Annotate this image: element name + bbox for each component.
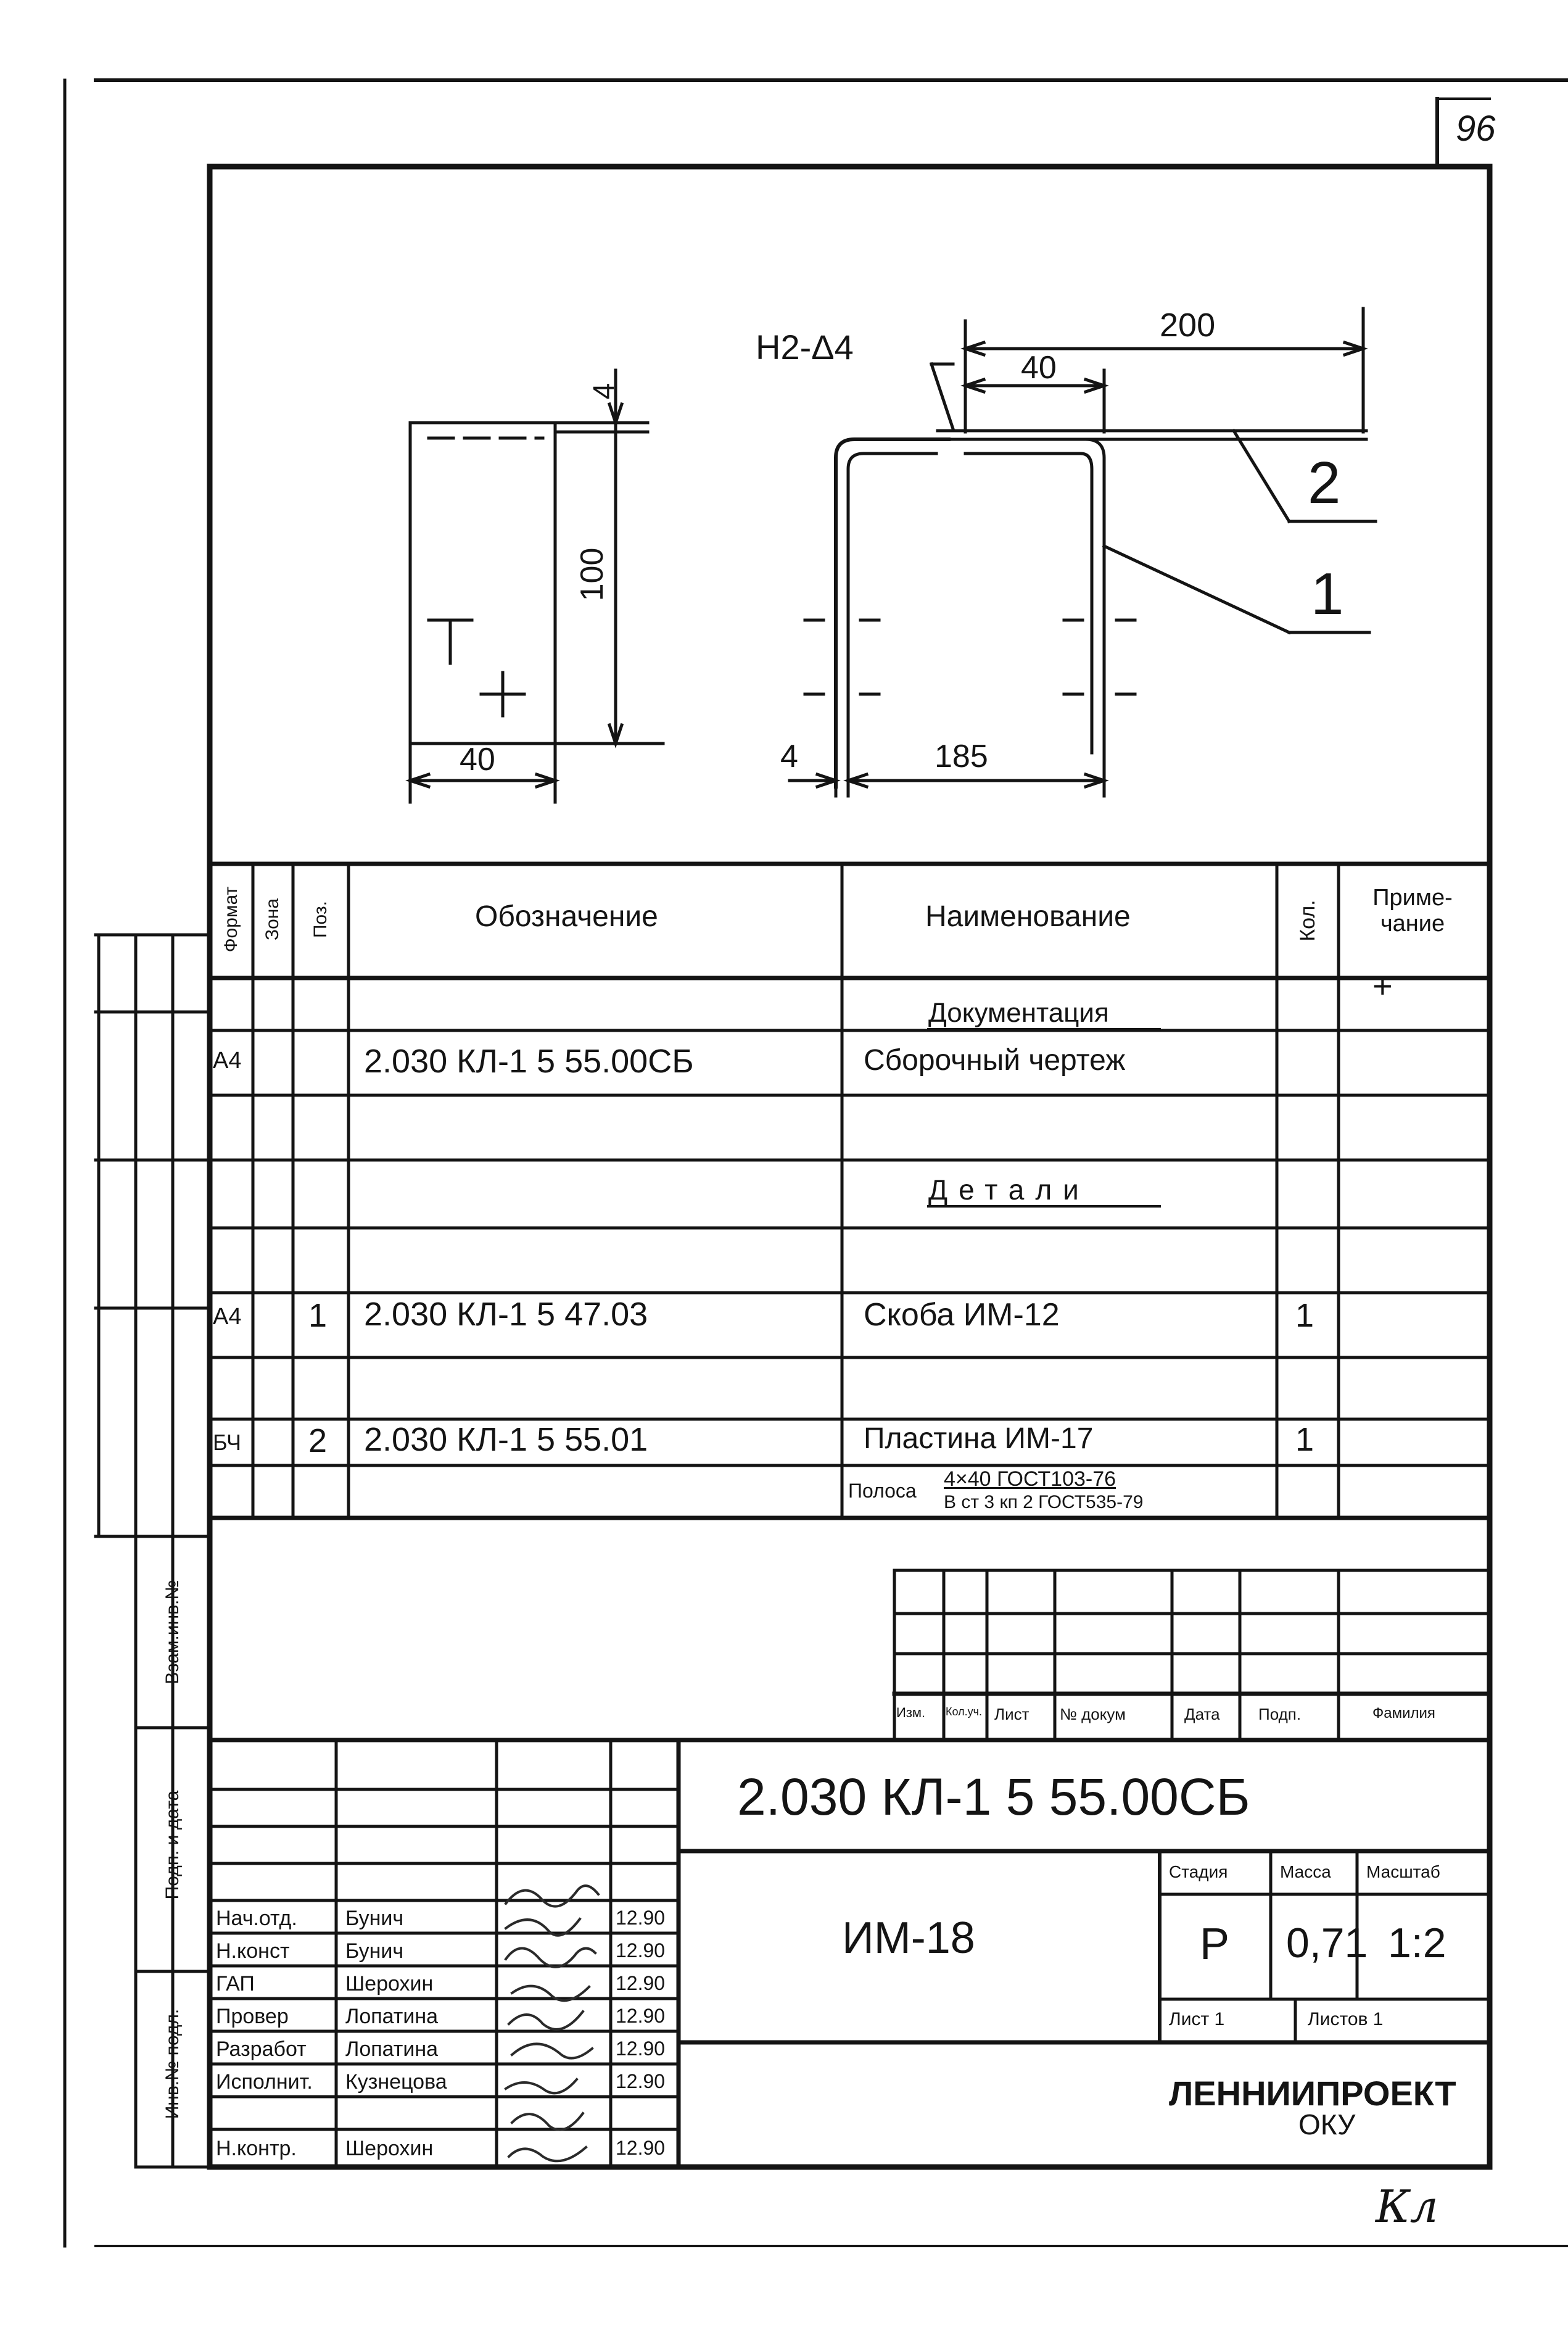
sheets-label: Листов 1 [1308, 2009, 1384, 2029]
margin-label-inv-no: Инв.№ подл. [162, 2008, 183, 2120]
sig-date-3: 12.90 [616, 1972, 666, 1994]
margin-label-replaced: Взам.инв.№ [162, 1580, 183, 1684]
stage-label: Стадия [1169, 1862, 1228, 1881]
change-header-izm: Изм. [896, 1705, 926, 1720]
front-view-dim-thickness: 4 [780, 739, 798, 774]
sig-name-4: Лопатина [345, 2005, 439, 2028]
sig-name-2: Бунич [345, 1939, 404, 1963]
sig-name-6: Кузнецова [345, 2070, 447, 2094]
row-2-format: А4 [213, 1304, 242, 1330]
scale-value: 1:2 [1388, 1920, 1446, 1966]
change-header-kol: Кол.уч. [946, 1705, 982, 1718]
scale-label: Масштаб [1366, 1862, 1440, 1881]
front-view-dim-total: 200 [1160, 307, 1216, 344]
sig-name-7: Шерохин [345, 2137, 434, 2160]
front-view-dim-offset: 40 [1021, 350, 1057, 386]
sig-name-1: Бунич [345, 1907, 404, 1930]
sig-role-3: ГАП [216, 1972, 255, 1995]
header-designation: Обозначение [475, 900, 658, 933]
material-prefix: Полоса [848, 1480, 917, 1502]
change-header-doc: № докум [1060, 1705, 1126, 1723]
sig-date-5: 12.90 [616, 2037, 666, 2060]
sig-role-2: Н.конст [216, 1939, 290, 1963]
change-header-sign: Подп. [1258, 1705, 1302, 1723]
callout-1: 1 [1311, 561, 1344, 627]
sig-date-7: 12.90 [616, 2137, 666, 2159]
row-1-name: Сборочный чертеж [864, 1044, 1126, 1077]
sig-date-1: 12.90 [616, 1907, 666, 1929]
sig-role-4: Провер [216, 2005, 289, 2028]
sig-date-4: 12.90 [616, 2005, 666, 2027]
change-header-surname: Фамилия [1372, 1705, 1435, 1722]
organization: ЛЕННИИПРОЕКТ [1169, 2074, 1456, 2113]
header-name: Наименование [925, 900, 1131, 933]
footer-mark: Кл [1376, 2181, 1438, 2232]
header-qty: Кол. [1296, 900, 1319, 942]
sig-role-7: Н.контр. [216, 2137, 297, 2160]
section-parts: Детали [928, 1174, 1090, 1206]
row-3-format: БЧ [213, 1430, 242, 1455]
left-view-dim-width: 40 [460, 742, 495, 777]
material-line-1: 4×40 ГОСТ103-76 [944, 1467, 1116, 1491]
sig-name-5: Лопатина [345, 2037, 439, 2061]
row-3-pos: 2 [308, 1422, 328, 1459]
header-zone: Зона [262, 898, 283, 941]
row-2-designation: 2.030 КЛ-1 5 47.03 [364, 1296, 648, 1333]
row-2-qty: 1 [1295, 1297, 1314, 1334]
left-view-drawing [405, 368, 665, 804]
sheet-label: Лист 1 [1169, 2009, 1225, 2029]
row-3-designation: 2.030 КЛ-1 5 55.01 [364, 1421, 648, 1458]
row-1-designation: 2.030 КЛ-1 5 55.00СБ [364, 1043, 694, 1080]
row-1-format: А4 [213, 1048, 242, 1074]
mass-value: 0,71 [1286, 1920, 1368, 1966]
row-3-qty: 1 [1295, 1421, 1314, 1458]
row-2-pos: 1 [308, 1297, 328, 1334]
section-documentation: Документация [928, 998, 1109, 1028]
callout-2: 2 [1308, 450, 1341, 516]
sig-role-6: Исполнит. [216, 2070, 313, 2094]
header-format: Формат [221, 886, 241, 953]
change-header-date: Дата [1184, 1705, 1220, 1723]
sig-date-6: 12.90 [616, 2070, 666, 2092]
front-view-dim-width: 185 [935, 739, 988, 774]
left-view-dim-height: 100 [574, 547, 610, 602]
signature-scribbles [504, 1884, 600, 2163]
sig-name-3: Шерохин [345, 1972, 434, 1995]
sig-date-2: 12.90 [616, 1939, 666, 1962]
row-2-name: Скоба ИМ-12 [864, 1297, 1060, 1333]
title-block-lines [207, 1568, 1492, 2169]
change-header-list: Лист [994, 1705, 1030, 1723]
sig-role-1: Нач.отд. [216, 1907, 297, 1930]
title-name: ИМ-18 [842, 1913, 975, 1963]
header-note: Приме- чание [1372, 885, 1453, 937]
sig-role-5: Разработ [216, 2037, 307, 2061]
left-view-dim-thickness: 4 [588, 383, 621, 400]
spec-table-lines [207, 861, 1492, 1520]
mass-label: Масса [1280, 1862, 1331, 1881]
note-mark: + [1372, 966, 1393, 1005]
sheet-number: 96 [1456, 109, 1496, 149]
left-margin-lines [94, 933, 212, 2169]
margin-label-sign-date: Подп. и дата [162, 1790, 183, 1900]
weld-symbol: Н2-Δ4 [756, 328, 854, 367]
stage-value: Р [1200, 1920, 1230, 1969]
department: ОКУ [1298, 2108, 1356, 2140]
row-3-name: Пластина ИМ-17 [864, 1422, 1094, 1455]
front-view-drawing [788, 307, 1377, 798]
header-pos: Поз. [310, 901, 331, 938]
title-designation: 2.030 КЛ-1 5 55.00СБ [737, 1768, 1250, 1826]
material-line-2: В ст 3 кп 2 ГОСТ535-79 [944, 1492, 1144, 1512]
